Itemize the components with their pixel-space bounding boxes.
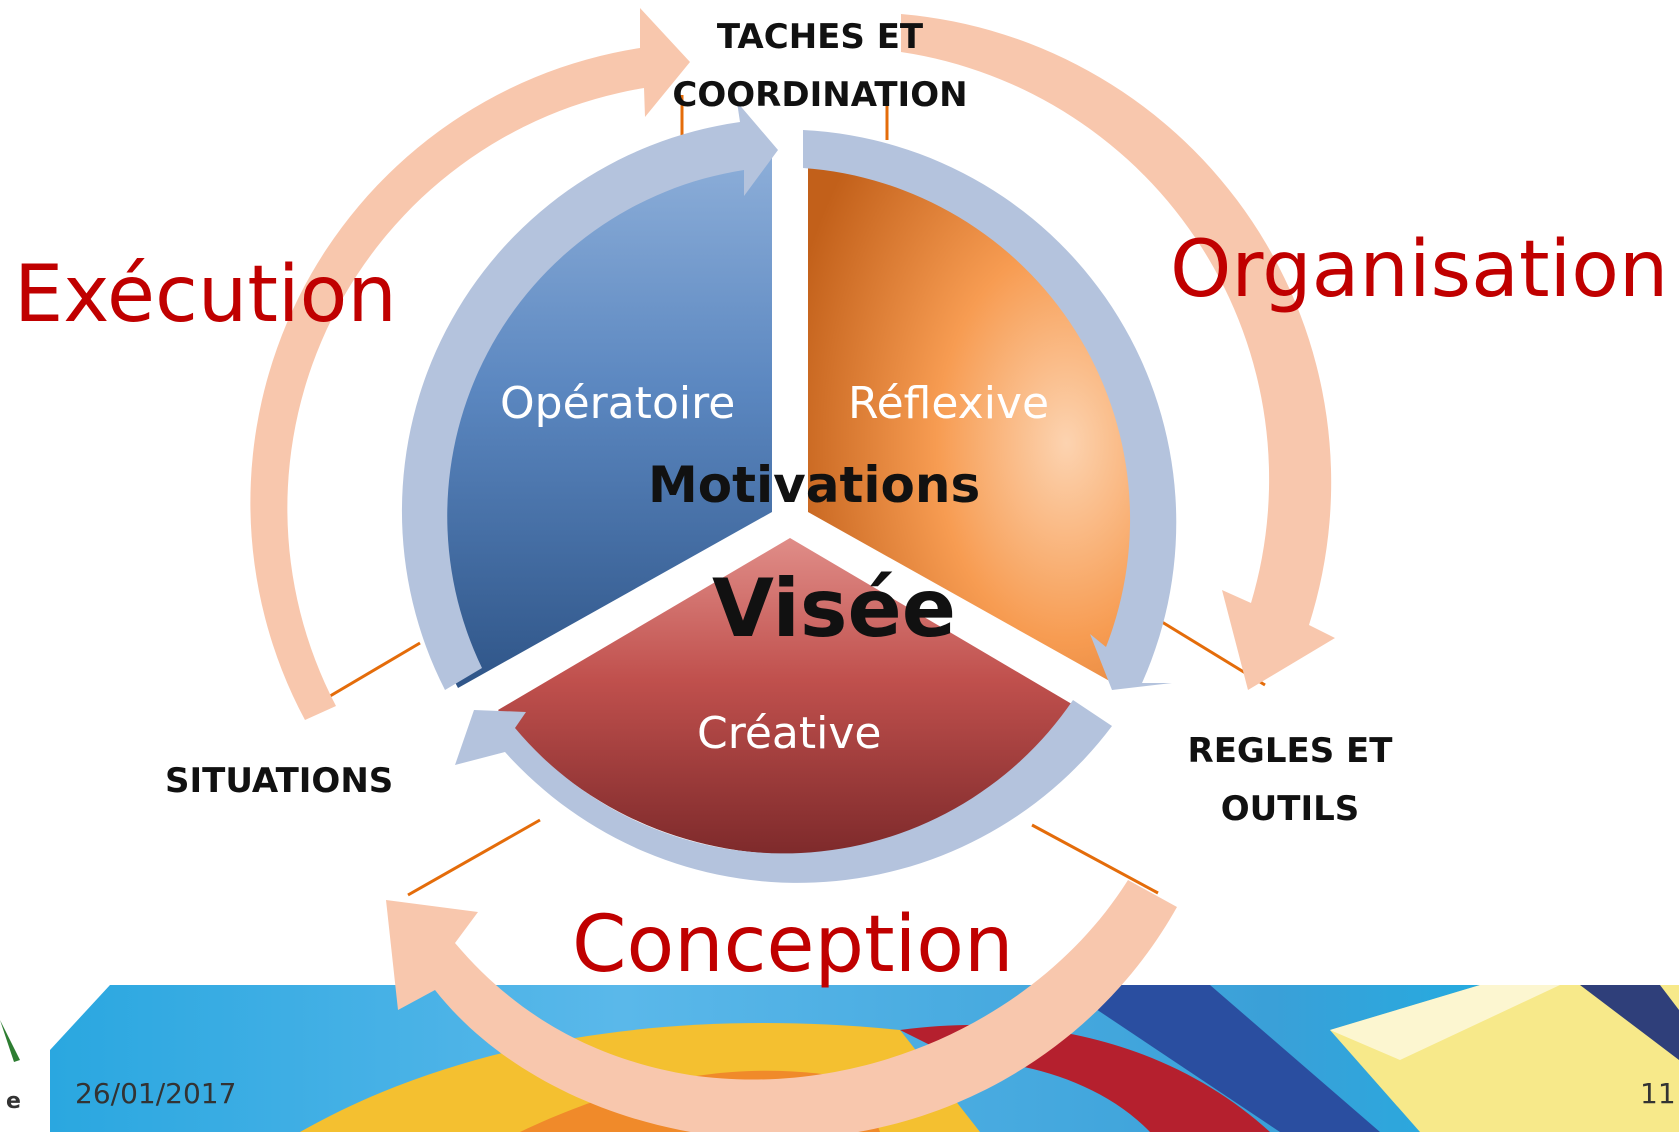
label-organisation: Organisation xyxy=(1170,225,1669,315)
creative-segment xyxy=(498,538,1082,855)
footer-page-number: 11 xyxy=(1640,1077,1676,1110)
label-visee: Visée xyxy=(712,562,957,655)
label-execution: Exécution xyxy=(14,250,397,340)
conception-arrow xyxy=(386,880,1177,1132)
label-operatoire: Opératoire xyxy=(500,378,736,429)
organisation-arrow xyxy=(901,14,1335,690)
label-creative: Créative xyxy=(697,708,882,759)
label-reflexive: Réflexive xyxy=(848,378,1050,429)
footer-date: 26/01/2017 xyxy=(75,1077,237,1110)
label-situations: SITUATIONS xyxy=(165,761,394,801)
svg-text:e: e xyxy=(6,1089,21,1114)
cycle-arrows xyxy=(250,8,1335,1132)
label-motivations: Motivations xyxy=(648,456,981,514)
ring-arrow-right xyxy=(803,130,1177,690)
label-taches-coordination: TACHES ET COORDINATION xyxy=(672,17,968,115)
inner-ring-arrows xyxy=(401,102,1177,883)
execution-arrow xyxy=(250,8,690,720)
label-regles-outils: REGLES ET OUTILS xyxy=(1187,731,1393,829)
ring-arrow-left xyxy=(401,102,778,690)
ring-arrow-bottom xyxy=(455,700,1112,883)
label-conception: Conception xyxy=(572,900,1014,990)
